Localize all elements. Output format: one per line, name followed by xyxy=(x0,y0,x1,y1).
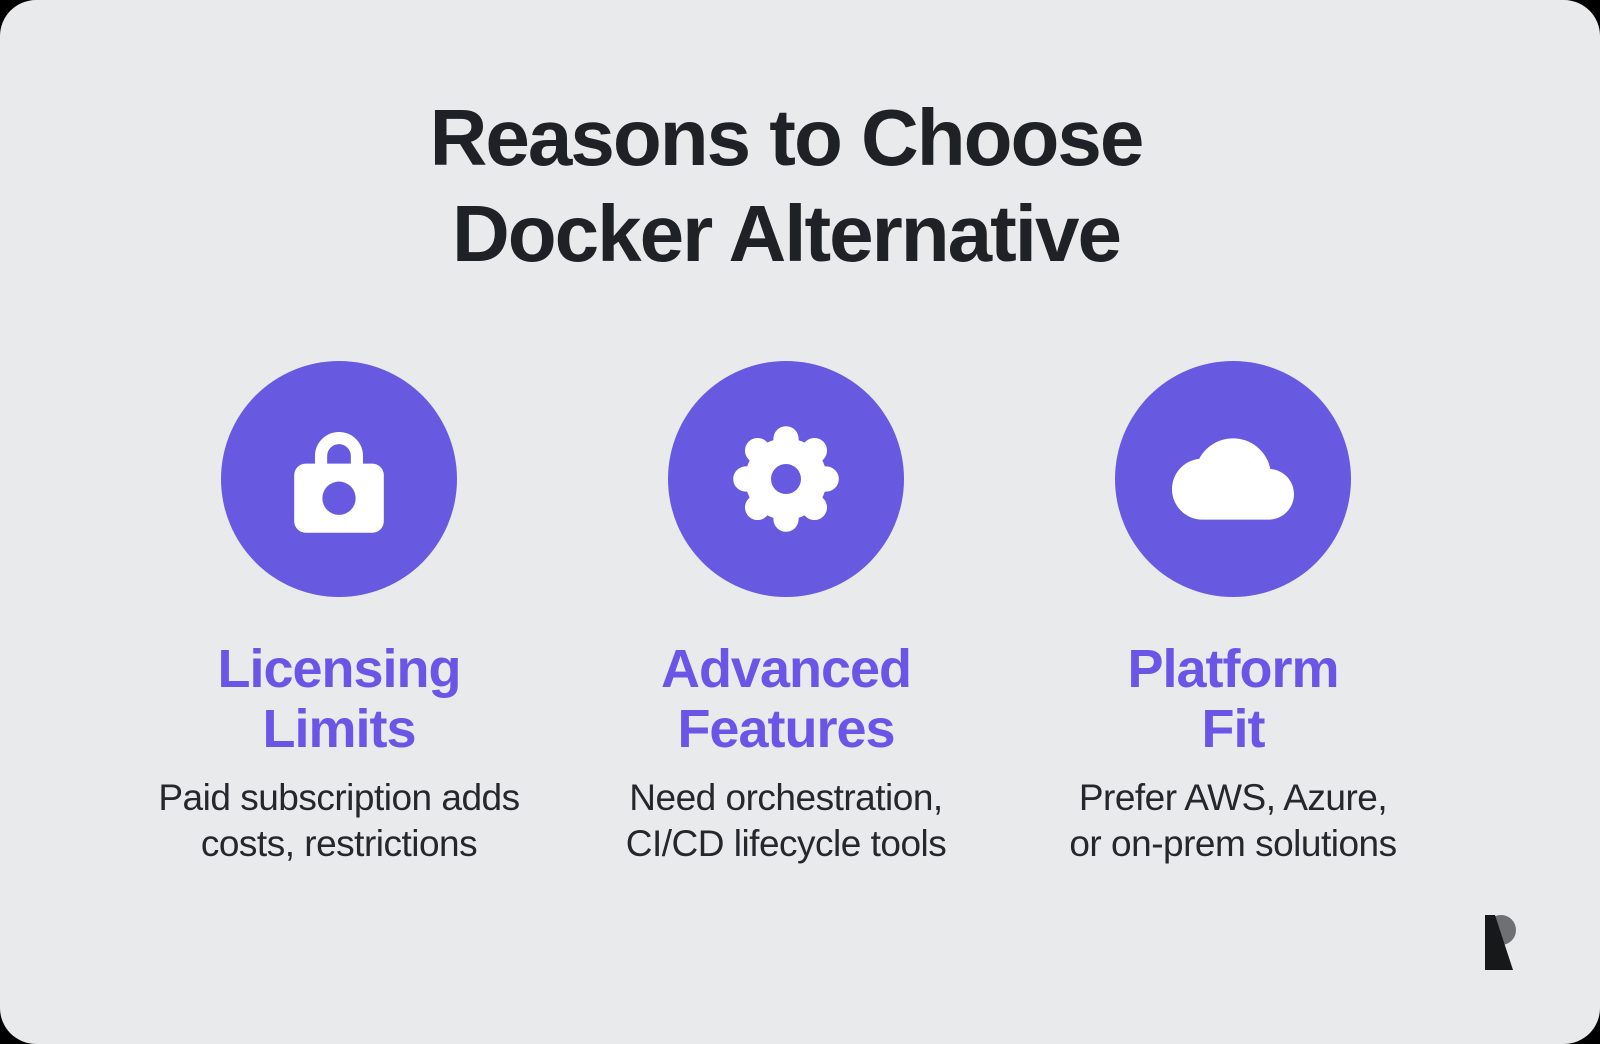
page-title-line-1: Reasons to Choose xyxy=(429,93,1145,182)
reason-description: Need orchestration, CI/CD lifecycle tool… xyxy=(626,775,947,867)
reason-heading-line-1: Advanced xyxy=(660,639,912,699)
reason-heading: Licensing Limits xyxy=(217,639,461,759)
reason-heading-line-1: Licensing xyxy=(217,639,461,699)
reason-description-line-1: Prefer AWS, Azure, xyxy=(1078,777,1388,818)
reason-heading: Platform Fit xyxy=(1127,639,1339,759)
gear-icon xyxy=(733,426,839,532)
reason-heading-line-2: Features xyxy=(677,699,895,759)
gear-icon-circle xyxy=(668,361,904,597)
lock-icon xyxy=(294,431,384,533)
reason-heading-line-2: Limits xyxy=(262,699,416,759)
reason-description-line-1: Need orchestration, xyxy=(629,777,943,818)
reason-heading-line-2: Fit xyxy=(1201,699,1266,759)
cloud-icon-circle xyxy=(1115,361,1351,597)
reason-column-licensing-limits: Licensing Limits Paid subscription adds … xyxy=(116,361,563,867)
page-title-line-2: Docker Alternative xyxy=(452,189,1122,278)
reason-description-line-2: CI/CD lifecycle tools xyxy=(625,823,947,864)
reason-description: Prefer AWS, Azure, or on-prem solutions xyxy=(1069,775,1397,867)
reason-column-advanced-features: Advanced Features Need orchestration, CI… xyxy=(563,361,1010,867)
brand-logo-r-icon xyxy=(1485,915,1516,970)
cloud-icon xyxy=(1172,438,1294,520)
reason-description-line-1: Paid subscription adds xyxy=(158,777,520,818)
reasons-row: Licensing Limits Paid subscription adds … xyxy=(116,361,1457,867)
page-title: Reasons to Choose Docker Alternative xyxy=(429,90,1145,282)
reason-heading: Advanced Features xyxy=(660,639,912,759)
reason-description-line-2: or on-prem solutions xyxy=(1069,823,1397,864)
reason-heading-line-1: Platform xyxy=(1127,639,1339,699)
reason-description: Paid subscription adds costs, restrictio… xyxy=(158,775,520,867)
reason-description-line-2: costs, restrictions xyxy=(200,823,478,864)
lock-icon-circle xyxy=(221,361,457,597)
reason-column-platform-fit: Platform Fit Prefer AWS, Azure, or on-pr… xyxy=(1010,361,1457,867)
